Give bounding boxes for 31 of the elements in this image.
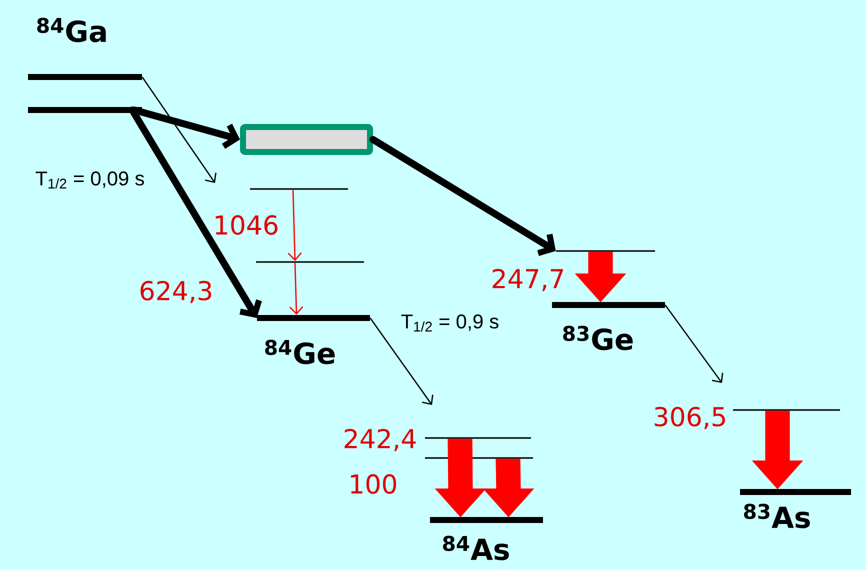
energy-label: 242,4 (344, 428, 416, 452)
block-arrow (434, 438, 486, 518)
arrow (130, 106, 240, 149)
energy-level-line (250, 188, 348, 190)
arrow (370, 318, 434, 405)
nuclide-label: $^{84}$Ge (265, 340, 335, 364)
nuclide-label: $^{84}$Ga (37, 18, 106, 42)
energy-level-line (425, 437, 531, 439)
energy-level-line (733, 409, 840, 411)
energy-label: 100 (351, 474, 396, 494)
energy-level-line (556, 250, 655, 252)
half-life-label: T$_{1/2}$ = 0,09 s (36, 171, 144, 189)
arrow (289, 262, 304, 315)
half-life-label: T$_{1/2}$ = 0,9 s (401, 314, 498, 332)
state-box (240, 124, 373, 155)
nuclide-label: $^{83}$As (744, 504, 810, 528)
block-arrow (482, 458, 534, 518)
energy-label: 1046 (216, 215, 278, 235)
energy-level-line (256, 261, 364, 263)
nuclide-label: $^{84}$As (443, 536, 509, 560)
nuclide-label: $^{83}$Ge (563, 326, 633, 350)
energy-label: 247,7 (492, 268, 563, 292)
arrow (370, 136, 556, 256)
energy-label: 624,3 (140, 280, 212, 304)
block-arrow (752, 410, 804, 490)
arrow (664, 304, 724, 383)
arrow (142, 76, 216, 183)
energy-label: 306,5 (654, 406, 725, 430)
block-arrow (574, 252, 626, 302)
arrow (288, 190, 302, 261)
arrow (128, 106, 262, 318)
